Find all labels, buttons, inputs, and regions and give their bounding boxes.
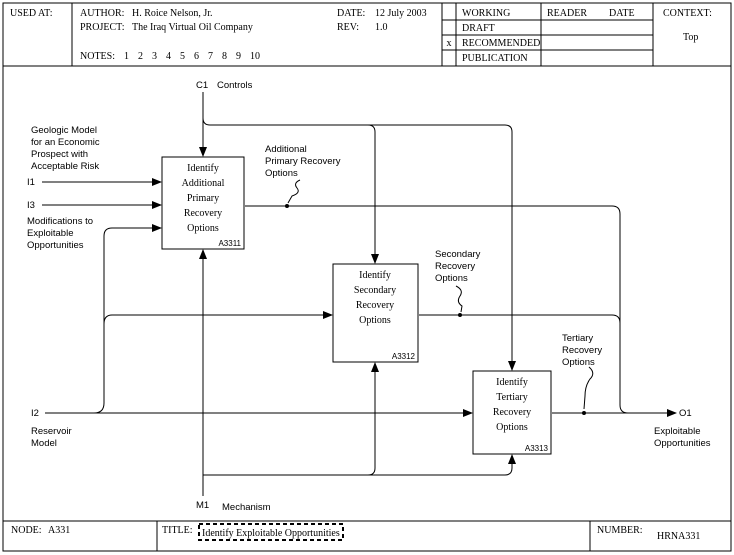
box-text: Primary (187, 193, 219, 204)
notes-numbers: 1 2 3 4 5 6 7 8 9 10 (124, 51, 260, 62)
primary-output-label: Primary Recovery (265, 156, 341, 167)
diagram-title: Identify Exploitable Opportunities (202, 528, 340, 539)
title-label: TITLE: (162, 525, 193, 536)
note-number: 6 (194, 51, 199, 62)
c1-label: Controls (217, 80, 253, 91)
status-table: WORKING DRAFT x RECOMMENDED PUBLICATION (447, 8, 541, 64)
box-text: Secondary (354, 285, 396, 296)
note-number: 10 (250, 51, 260, 62)
arrow-o1[interactable] (245, 205, 677, 417)
box-text: Additional (182, 178, 225, 189)
i2-text: Reservoir (31, 426, 72, 437)
box-text: Identify (359, 270, 391, 281)
author-label: AUTHOR: (80, 8, 124, 19)
status-mark: x (447, 38, 452, 49)
reader-label: READER (547, 8, 587, 19)
tertiary-output-label: Options (562, 357, 595, 368)
note-number: 8 (222, 51, 227, 62)
box-text: Options (496, 422, 528, 433)
arrow-m1-mechanism[interactable] (199, 249, 516, 496)
i3-text: Modifications to (27, 216, 93, 227)
status-recommended: RECOMMENDED (462, 38, 540, 49)
tertiary-output-label: Recovery (562, 345, 602, 356)
rev-label: REV: (337, 22, 359, 33)
note-number: 9 (236, 51, 241, 62)
c1-id: C1 (196, 80, 208, 91)
box-text: Recovery (184, 208, 222, 219)
i1-text: Acceptable Risk (31, 161, 99, 172)
number-label: NUMBER: (597, 525, 643, 536)
m1-label: Mechanism (222, 502, 271, 513)
note-number: 7 (208, 51, 213, 62)
activity-box-a3312[interactable]: Identify Secondary Recovery Options A331… (332, 263, 419, 363)
project-value: The Iraq Virtual Oil Company (132, 22, 253, 33)
box-node-id: A3313 (525, 444, 549, 453)
footer-block: NODE: A331 TITLE: Identify Exploitable O… (3, 520, 731, 551)
box-node-id: A3311 (218, 239, 241, 248)
note-number: 5 (180, 51, 185, 62)
note-number: 4 (166, 51, 171, 62)
i3-text: Exploitable (27, 228, 73, 239)
rev-value: 1.0 (375, 22, 388, 33)
i1-id: I1 (27, 177, 35, 188)
date-value: 12 July 2003 (375, 8, 427, 19)
i2-id: I2 (31, 408, 39, 419)
reader-date-label: DATE (609, 8, 635, 19)
o1-text: Opportunities (654, 438, 711, 449)
box-text: Options (359, 315, 391, 326)
secondary-output-label: Options (435, 273, 468, 284)
date-label: DATE: (337, 8, 365, 19)
notes-label: NOTES: (80, 51, 115, 62)
activity-box-a3311[interactable]: Identify Additional Primary Recovery Opt… (161, 156, 245, 250)
note-number: 1 (124, 51, 129, 62)
primary-output-label: Options (265, 168, 298, 179)
number-value: HRNA331 (657, 531, 700, 542)
status-publication: PUBLICATION (462, 53, 528, 64)
title-selection-box[interactable] (198, 523, 344, 541)
arrow-i2[interactable] (45, 224, 473, 417)
box-text: Recovery (356, 300, 394, 311)
context-value: Top (683, 32, 698, 43)
arrow-c1-controls[interactable] (199, 92, 516, 371)
i1-text: Geologic Model (31, 125, 97, 136)
i3-id: I3 (27, 200, 35, 211)
m1-id: M1 (196, 500, 209, 511)
node-label: NODE: (11, 525, 42, 536)
note-number: 3 (152, 51, 157, 62)
author-value: H. Roice Nelson, Jr. (132, 8, 213, 19)
secondary-output-label: Secondary (435, 249, 481, 260)
context-label: CONTEXT: (663, 8, 712, 19)
o1-id: O1 (679, 408, 692, 419)
activity-box-a3313[interactable]: Identify Tertiary Recovery Options A3313 (472, 370, 552, 455)
box-node-id: A3312 (392, 352, 416, 361)
i1-text: Prospect with (31, 149, 88, 160)
status-draft: DRAFT (462, 23, 495, 34)
o1-text: Exploitable (654, 426, 700, 437)
label-connectors (285, 179, 594, 415)
tertiary-output-label: Tertiary (562, 333, 593, 344)
note-number: 2 (138, 51, 143, 62)
box-text: Tertiary (496, 392, 528, 403)
status-working: WORKING (462, 8, 510, 19)
box-text: Recovery (493, 407, 531, 418)
node-value: A331 (48, 525, 70, 536)
box-text: Identify (496, 377, 528, 388)
project-label: PROJECT: (80, 22, 125, 33)
primary-output-label: Additional (265, 144, 307, 155)
used-at-label: USED AT: (10, 8, 53, 19)
box-text: Options (187, 223, 219, 234)
i1-text: for an Economic (31, 137, 100, 148)
i3-text: Opportunities (27, 240, 84, 251)
secondary-output-label: Recovery (435, 261, 475, 272)
i2-text: Model (31, 438, 57, 449)
box-text: Identify (187, 163, 219, 174)
